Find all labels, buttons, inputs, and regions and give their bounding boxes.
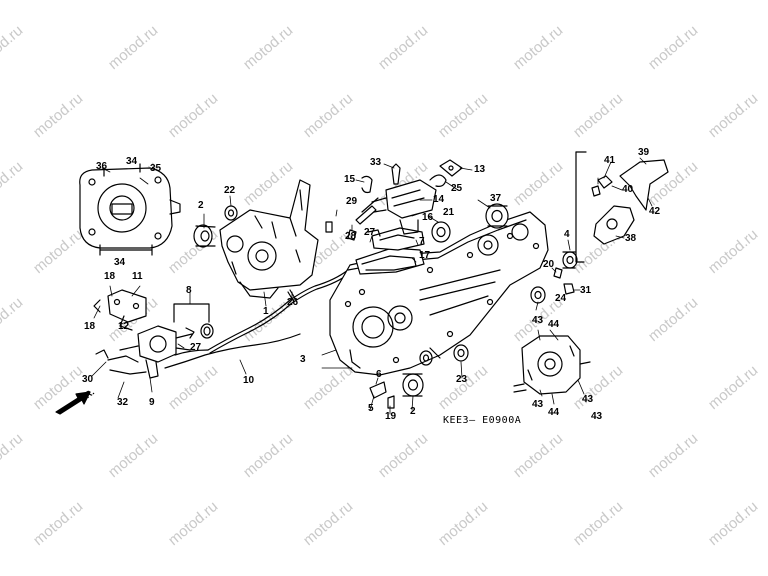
seal-6-drawing	[419, 350, 433, 366]
callout-27-left: 27	[190, 342, 202, 353]
callout-43-right: 43	[591, 411, 603, 422]
bearing-4-drawing	[562, 251, 578, 269]
clip-15-drawing	[361, 175, 373, 194]
fastener-13-drawing	[439, 159, 463, 177]
callout-17: 17	[419, 250, 431, 261]
callout-33: 33	[370, 157, 382, 168]
front-direction-arrow	[55, 391, 91, 415]
bearing-2-left-drawing	[193, 224, 216, 248]
callout-12: 12	[118, 321, 130, 332]
callout-38: 38	[625, 233, 637, 244]
main-crankcase-3-drawing	[329, 211, 549, 376]
callout-10: 10	[243, 375, 255, 386]
reed-valve-14-drawing	[371, 179, 437, 235]
callout-11: 11	[132, 271, 143, 282]
callout-9: 9	[149, 397, 155, 408]
actuator-assembly-drawing	[95, 325, 193, 379]
callout-2-left: 2	[198, 200, 204, 211]
callout-44-bottom: 44	[548, 407, 560, 418]
callout-3: 3	[300, 354, 306, 365]
crankcase-1-drawing	[219, 179, 319, 299]
bearing-21-drawing	[431, 221, 451, 243]
seal-23-drawing	[453, 344, 469, 362]
callout-25: 25	[451, 183, 463, 194]
callout-4: 4	[564, 229, 570, 240]
callout-29: 29	[346, 196, 358, 207]
callout-43-top-left: 43	[532, 315, 544, 326]
diagram-code: KEE3— E0900A	[443, 415, 522, 426]
bracket-11-drawing	[93, 289, 147, 331]
bolt-19-drawing	[387, 395, 395, 409]
callout-28: 28	[345, 231, 357, 242]
bearing-2-lower-drawing	[402, 373, 424, 397]
callout-19: 19	[385, 411, 397, 422]
callout-13: 13	[474, 164, 486, 175]
left-crankcase-cover-drawing	[79, 163, 181, 256]
bearing-37-drawing	[485, 203, 509, 229]
callout-37: 37	[490, 193, 502, 204]
callout-43-bottom: 43	[582, 394, 594, 405]
callout-39: 39	[638, 147, 650, 158]
right-cover-43-drawing	[513, 335, 591, 395]
bolt-29-drawing	[355, 197, 379, 225]
callout-43-bottom-left: 43	[532, 399, 544, 410]
callout-41-top: 41	[604, 155, 616, 166]
cover-7-drawing	[371, 227, 425, 251]
callout-31: 31	[580, 285, 592, 296]
callout-6: 6	[376, 369, 382, 380]
clip-27-top-drawing	[367, 229, 381, 237]
bolt-33-drawing	[391, 163, 401, 185]
bolt-26-drawing	[287, 289, 297, 303]
callout-18-top: 18	[104, 271, 116, 282]
dowel-20-drawing	[553, 267, 563, 279]
callout-34-top: 34	[126, 156, 138, 167]
callout-8: 8	[186, 285, 192, 296]
callout-20: 20	[543, 259, 555, 270]
callout-18-bottom: 18	[84, 321, 96, 332]
seal-22-drawing	[224, 205, 238, 221]
dowel-26-right-drawing	[325, 221, 333, 233]
callout-14: 14	[433, 194, 445, 205]
callout-15: 15	[344, 174, 356, 185]
callout-21: 21	[443, 207, 455, 218]
leader-lines	[91, 157, 653, 415]
callout-36: 36	[96, 161, 108, 172]
nut-40-41-drawing	[591, 175, 613, 197]
callout-26: 26	[287, 297, 299, 308]
dowel-28-drawing	[347, 229, 357, 241]
callout-27-top: 27	[364, 227, 376, 238]
callout-35: 35	[150, 163, 162, 174]
callout-44-top: 44	[548, 319, 560, 330]
callout-5: 5	[368, 403, 374, 414]
callout-23: 23	[456, 374, 468, 385]
part-8-drawing	[173, 303, 214, 339]
callout-42: 42	[649, 206, 661, 217]
clip-25-drawing	[429, 174, 447, 187]
cable-10-drawing	[164, 269, 351, 369]
callout-22: 22	[224, 185, 236, 196]
callout-40: 40	[622, 184, 634, 195]
inset-border	[575, 151, 587, 263]
callout-2-lower: 2	[410, 406, 416, 417]
callout-7: 7	[419, 236, 425, 247]
bracket-5-drawing	[369, 381, 387, 399]
bracket-38-drawing	[593, 205, 635, 245]
callout-1: 1	[263, 306, 269, 317]
callout-24: 24	[555, 293, 567, 304]
callout-34-bottom: 34	[114, 257, 126, 268]
callout-30: 30	[82, 374, 94, 385]
bracket-39-drawing	[619, 159, 669, 211]
callout-32: 32	[117, 397, 129, 408]
bolt-31-drawing	[563, 283, 575, 295]
seal-24-drawing	[530, 286, 546, 304]
callout-16: 16	[422, 212, 434, 223]
